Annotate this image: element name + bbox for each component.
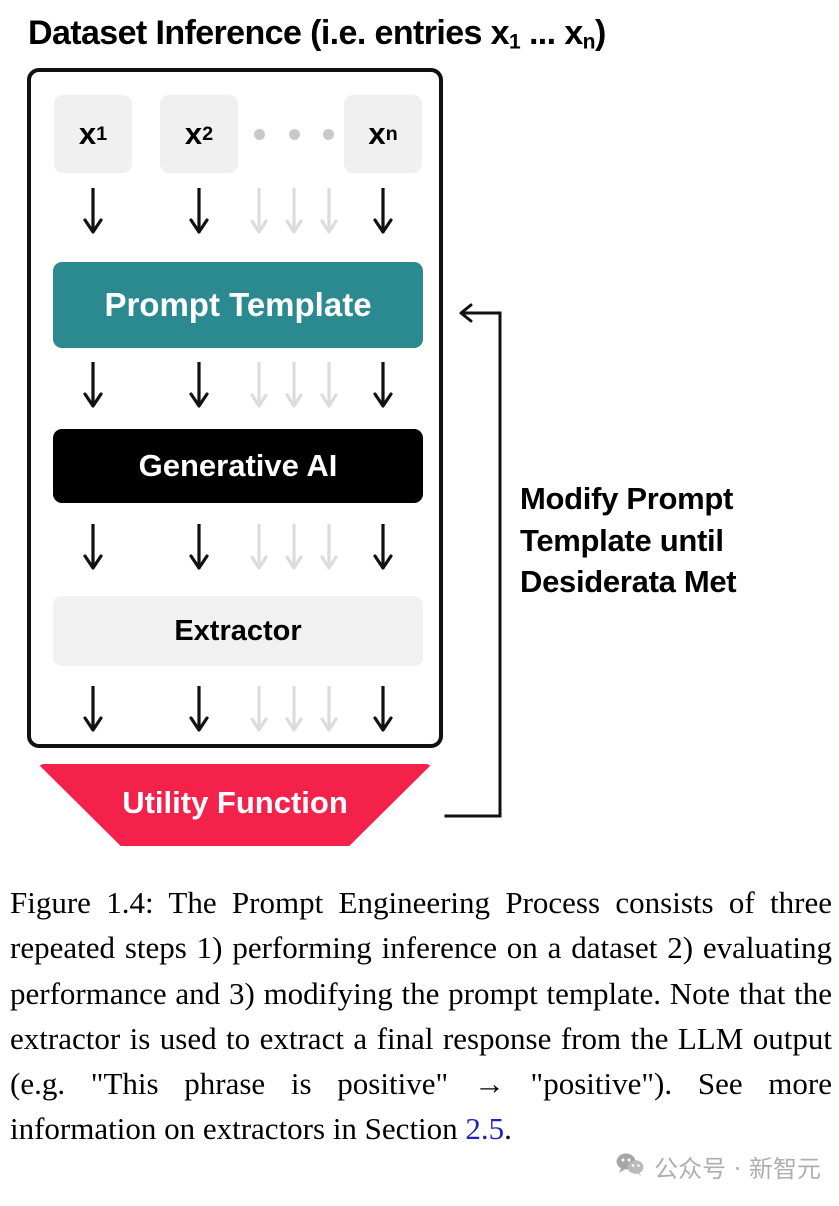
- figure-title: Dataset Inference (i.e. entries x1 ... x…: [28, 14, 606, 55]
- stage-prompt-template[interactable]: Prompt Template: [53, 262, 423, 348]
- feedback-note: Modify Prompt Template until Desiderata …: [520, 481, 737, 600]
- entry-chip-x1-sub: 1: [96, 122, 108, 145]
- ellipsis-dot-1: [254, 128, 265, 140]
- wechat-icon: [615, 1152, 645, 1182]
- figure-title-sub-first: 1: [508, 30, 521, 54]
- arrow-row-genai-to-extractor: [54, 522, 422, 578]
- watermark: 公众号 · 新智元: [615, 1149, 821, 1184]
- feedback-loop-arrow: [440, 295, 560, 840]
- stage-utility-function[interactable]: Utility Function: [38, 764, 432, 846]
- ellipsis-dot-2: [288, 128, 300, 140]
- arrow-row-extractor-to-utility: [54, 684, 422, 740]
- figure-title-middle: ... x: [520, 14, 583, 52]
- entry-chip-xn-sub: n: [385, 122, 398, 145]
- arrow-row-entries-to-prompt: [54, 186, 422, 242]
- ellipsis-dot-3: [323, 128, 334, 140]
- entry-chip-xn-base: x: [368, 116, 386, 151]
- entry-chip-x1-base: x: [78, 116, 97, 151]
- figure-title-sub-last: n: [582, 30, 596, 54]
- ellipsis-dots-icon: [254, 125, 334, 143]
- entry-chip-x2-base: x: [184, 116, 203, 151]
- entry-chip-x2-sub: 2: [202, 122, 214, 145]
- figure-caption-end: .: [504, 1111, 512, 1147]
- figure-caption-text: Figure 1.4: The Prompt Engineering Proce…: [10, 885, 832, 1147]
- stage-extractor-label: Extractor: [174, 614, 302, 647]
- section-link-2-5[interactable]: 2.5: [465, 1111, 505, 1147]
- stage-utility-function-label: Utility Function: [122, 785, 348, 820]
- figure-caption: Figure 1.4: The Prompt Engineering Proce…: [10, 880, 832, 1152]
- figure-title-prefix: Dataset Inference (i.e. entries x: [28, 14, 510, 52]
- stage-prompt-template-label: Prompt Template: [104, 286, 372, 323]
- stage-generative-ai[interactable]: Generative AI: [53, 429, 423, 503]
- stage-generative-ai-label: Generative AI: [138, 448, 338, 483]
- watermark-text: 公众号 · 新智元: [654, 1155, 821, 1183]
- stage-extractor[interactable]: Extractor: [53, 596, 423, 666]
- figure-title-suffix: ): [594, 14, 606, 52]
- arrow-row-prompt-to-genai: [54, 360, 422, 416]
